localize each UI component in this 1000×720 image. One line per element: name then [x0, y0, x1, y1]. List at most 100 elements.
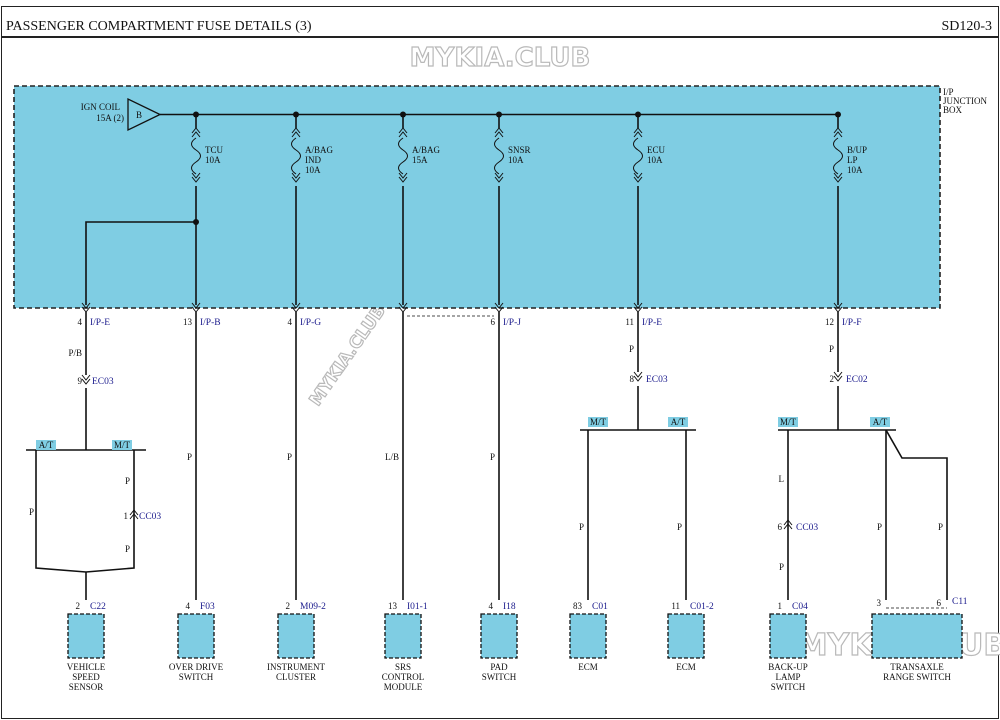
wire-color-label: P	[629, 344, 634, 354]
wire-color-label: P	[187, 452, 192, 462]
option-label: M/T	[780, 417, 797, 427]
component-label: PAD	[490, 662, 508, 672]
fuses-layer	[191, 137, 843, 175]
component-label: OVER DRIVE	[169, 662, 224, 672]
page-code: SD120-3	[941, 19, 992, 34]
component-label: SWITCH	[771, 682, 806, 692]
inline-pin: 8	[630, 374, 635, 384]
output-pin: 6	[491, 317, 496, 327]
fuse-label: LP	[847, 155, 858, 165]
fuse-label: 10A	[205, 155, 221, 165]
fuse-label: IND	[305, 155, 321, 165]
fuse-label: 15A	[412, 155, 428, 165]
component-connector-label: C11	[952, 597, 968, 607]
component-label: VEHICLE	[67, 662, 106, 672]
wire-color-label: L	[779, 474, 785, 484]
option-label-bg	[36, 440, 56, 450]
component-label: SRS	[395, 662, 411, 672]
inline-pin: 6	[778, 522, 783, 532]
component-label: SPEED	[72, 672, 100, 682]
output-pin: 13	[183, 317, 193, 327]
inline-connector-icon	[633, 371, 643, 382]
labels-layer: TCU10AA/BAGIND10AA/BAG15ASNSR10AECU10AB/…	[29, 145, 968, 692]
output-connector-label: I/P-E	[642, 318, 662, 328]
component-box	[667, 613, 705, 659]
output-pin: 12	[825, 317, 834, 327]
junction-box-label-1: I/P	[943, 87, 954, 97]
component-connector-label: F03	[200, 602, 215, 612]
component-connector-label: C01-2	[690, 602, 714, 612]
option-label: A/T	[873, 417, 888, 427]
component-box	[769, 613, 807, 659]
component-box	[67, 613, 105, 659]
component-pin: 13	[388, 601, 398, 611]
component-pin: 2	[76, 601, 81, 611]
component-label: RANGE SWITCH	[883, 672, 951, 682]
wire-color-label: P	[29, 507, 34, 517]
wire-color-label: P	[938, 522, 943, 532]
transaxle-switch-box	[871, 613, 963, 659]
inline-connector-label: CC03	[139, 512, 161, 522]
inline-connector-label: EC03	[92, 377, 114, 387]
wire-color-label: P	[829, 344, 834, 354]
fuse-label: 10A	[305, 165, 321, 175]
fuse-icon	[833, 137, 843, 175]
wire-color-label: P	[125, 476, 130, 486]
option-label-bg	[778, 417, 798, 427]
output-connector-label: I/P-E	[90, 318, 110, 328]
option-label-bg	[870, 417, 890, 427]
wire-color-label: P	[287, 452, 292, 462]
option-label-bg	[112, 440, 132, 450]
inline-connector-icon	[81, 374, 91, 385]
component-label: SWITCH	[179, 672, 214, 682]
transaxle-wire-b	[885, 429, 948, 600]
fuse-connector-icon	[398, 172, 408, 183]
component-box	[480, 613, 518, 659]
component-label: ECM	[578, 662, 598, 672]
component-pin: 2	[286, 601, 291, 611]
component-connector-label: C22	[90, 602, 106, 612]
fuse-connector-icon	[191, 127, 201, 138]
option-label: A/T	[671, 417, 686, 427]
option-label: A/T	[39, 440, 54, 450]
fuse-label: A/BAG	[305, 145, 334, 155]
inline-connector-icon	[783, 519, 793, 530]
inline-connector-label: EC03	[646, 375, 668, 385]
fuse-icon	[291, 137, 301, 175]
fuse-connector-icon	[291, 172, 301, 183]
component-label: ECM	[676, 662, 696, 672]
wire-color-label: P	[125, 544, 130, 554]
fuse-label: SNSR	[508, 145, 531, 155]
component-label: TRANSAXLE	[890, 662, 944, 672]
output-connector-label: I/P-B	[200, 318, 221, 328]
option-label: M/T	[590, 417, 607, 427]
wire-color-label: P	[579, 522, 584, 532]
fuse-label: ECU	[647, 145, 666, 155]
component-box	[177, 613, 215, 659]
inline-connector-label: EC02	[846, 375, 868, 385]
component-connector-label: I18	[503, 602, 516, 612]
junction-box-label-3: BOX	[943, 105, 963, 115]
component-pin: 3	[877, 598, 882, 608]
option-label-bg	[588, 417, 608, 427]
component-connector-label: I01-1	[407, 602, 428, 612]
fuse-icon	[633, 137, 643, 175]
component-connector-label: C04	[792, 602, 808, 612]
component-label: BACK-UP	[768, 662, 808, 672]
component-pin: 1	[778, 601, 783, 611]
wire-color-label: P/B	[68, 348, 82, 358]
fuse-connector-icon	[191, 172, 201, 183]
component-label: MODULE	[384, 682, 423, 692]
fuse-label: 10A	[647, 155, 663, 165]
option-label-bg	[668, 417, 688, 427]
output-connector-label: I/P-J	[503, 318, 521, 328]
inline-pin: 2	[830, 374, 835, 384]
source-label-1: IGN COIL	[81, 102, 120, 112]
component-box	[569, 613, 607, 659]
component-box	[384, 613, 422, 659]
fuse-label: TCU	[205, 145, 224, 155]
source-pin: B	[136, 110, 142, 120]
wire-color-label: P	[490, 452, 495, 462]
junction-box-label-2: JUNCTION	[943, 96, 987, 106]
component-pin: 4	[186, 601, 191, 611]
